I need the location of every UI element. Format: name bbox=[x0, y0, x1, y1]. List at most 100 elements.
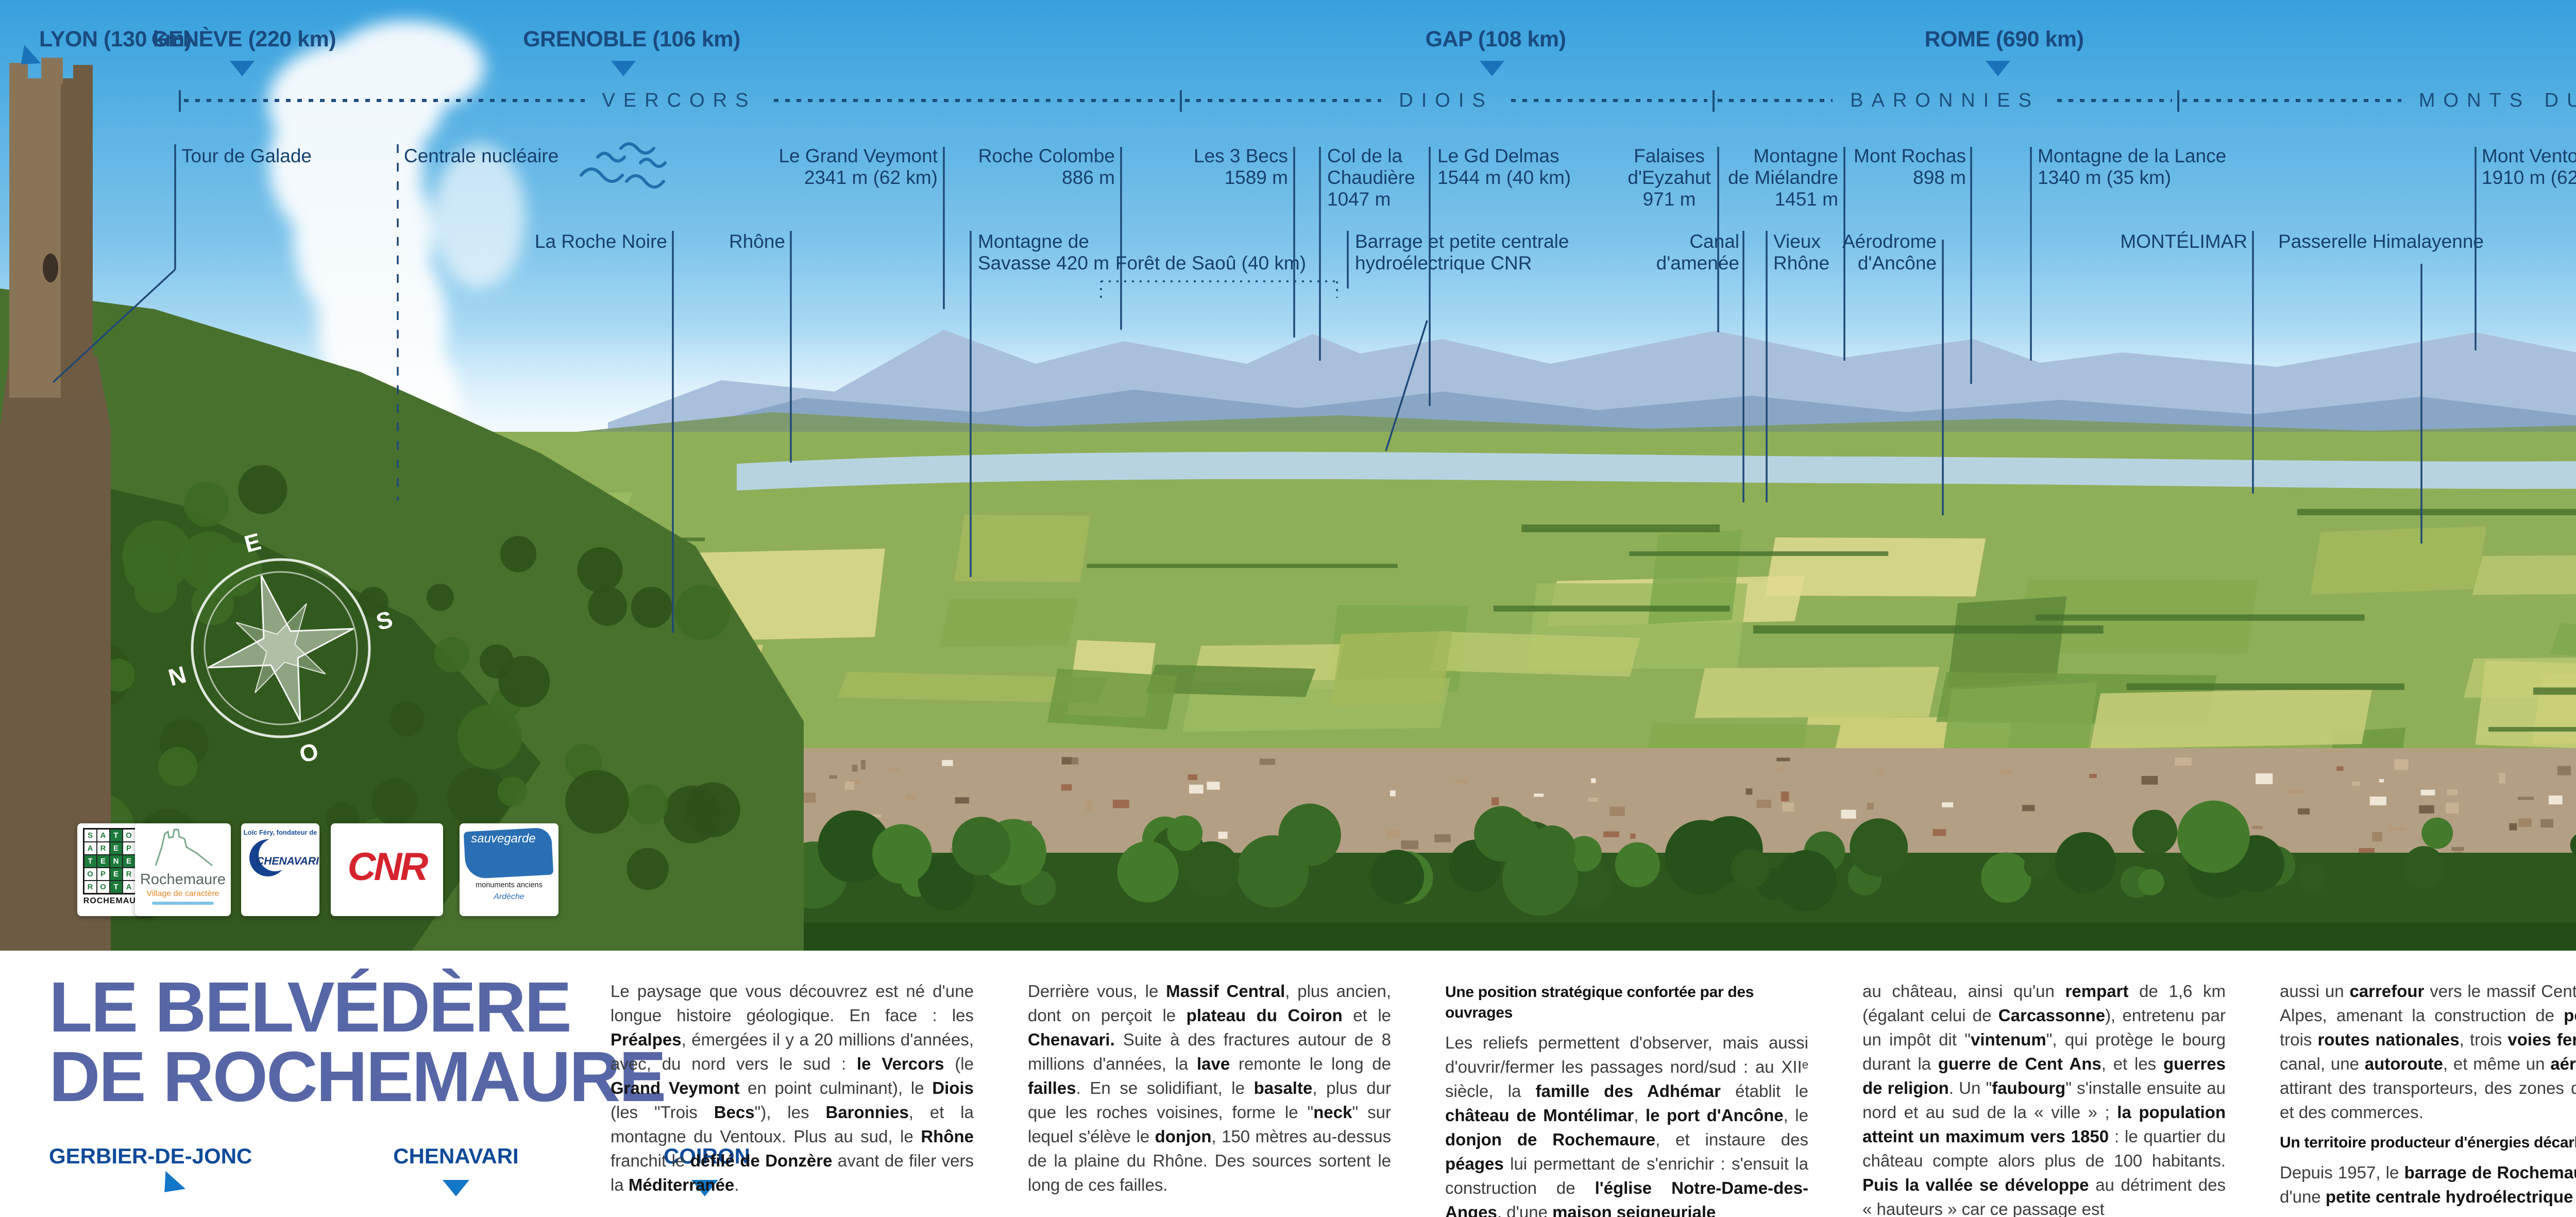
city-arrow-icon bbox=[1480, 61, 1504, 76]
castle-outline-icon bbox=[155, 829, 213, 867]
dotted-line bbox=[184, 99, 585, 102]
landmark-label: Barrage et petite centrale hydroélectriq… bbox=[1355, 231, 1569, 274]
landmark-label: Passerelle Himalayenne bbox=[2278, 231, 2484, 252]
castle-tower bbox=[0, 58, 111, 951]
column-paragraph: Derrière vous, le Massif Central, plus a… bbox=[1028, 982, 1392, 1194]
sator-cell: O bbox=[83, 868, 97, 881]
chenavari-logo-name: CHENAVARI bbox=[256, 855, 319, 867]
landmark-label: Vieux Rhône bbox=[1773, 231, 1830, 274]
birds-icon bbox=[580, 142, 667, 189]
dotted-line bbox=[1511, 99, 1707, 102]
column-paragraph: au château, ainsi qu'un rempart de 1,6 k… bbox=[1862, 982, 2226, 1217]
chenavari-logo: Loïc Féry, fondateur de CHENAVARI bbox=[241, 823, 319, 916]
text-column: au château, ainsi qu'un rempart de 1,6 k… bbox=[1862, 979, 2226, 1217]
place-label: GERBIER-DE-JONC bbox=[49, 1144, 252, 1168]
sator-cell: P bbox=[96, 868, 110, 881]
region-segment: DIOIS bbox=[1185, 89, 1707, 112]
sator-cell: O bbox=[122, 829, 135, 842]
sauvegarde-line2: Ardèche bbox=[494, 892, 524, 901]
region-segment: MONTS DU VAUCLUSE bbox=[2182, 89, 2576, 112]
sator-cell: E bbox=[109, 868, 123, 881]
landmark-label: Col de la Chaudière 1047 m bbox=[1327, 145, 1415, 210]
city-label: LYON (130 km) bbox=[39, 27, 192, 52]
village-logo-subtitle: Village de caractère bbox=[146, 889, 219, 898]
sator-cell: E bbox=[109, 842, 123, 855]
rhone-river bbox=[737, 452, 2576, 491]
sauvegarde-logo: sauvegarde monuments anciens Ardèche bbox=[460, 823, 558, 916]
place-label: CHENAVARI bbox=[393, 1144, 519, 1168]
column-paragraph: Le paysage que vous découvrez est né d'u… bbox=[611, 982, 974, 1194]
city-arrow-icon bbox=[230, 61, 255, 76]
chenavari-logo-top: Loïc Féry, fondateur de bbox=[243, 829, 317, 836]
sator-cell: R bbox=[96, 842, 110, 855]
city-arrow-icon bbox=[611, 61, 636, 76]
landmark-label: Tour de Galade bbox=[181, 145, 312, 166]
sator-cell: N bbox=[109, 855, 123, 868]
sator-cell: A bbox=[96, 829, 110, 842]
dotted-line bbox=[2057, 99, 2173, 102]
landmark-label: Falaises d'Eyzahut 971 m bbox=[1628, 145, 1711, 210]
landmark-label: Canal d'amenée bbox=[1656, 231, 1739, 274]
text-column: Une position stratégique confortée par d… bbox=[1445, 979, 1808, 1217]
city-arrow-icon bbox=[1986, 61, 2010, 76]
sator-cell: R bbox=[83, 881, 97, 893]
sator-cell: E bbox=[122, 855, 135, 868]
sator-caption: ROCHEMAURE bbox=[83, 897, 149, 905]
landmark-label: Montagne de Savasse 420 m bbox=[978, 231, 1110, 274]
landmark-label: Montagne de la Lance 1340 m (35 km) bbox=[2038, 145, 2227, 188]
region-tick bbox=[179, 90, 181, 112]
text-column: Derrière vous, le Massif Central, plus a… bbox=[1028, 979, 1391, 1205]
place-arrow-icon bbox=[443, 1180, 469, 1196]
cnr-logo: CNR bbox=[331, 823, 443, 916]
dotted-line bbox=[2182, 99, 2401, 102]
region-label: BARONNIES bbox=[1850, 89, 2040, 111]
region-segment: BARONNIES bbox=[1718, 89, 2173, 112]
city-label: GAP (108 km) bbox=[1425, 27, 1566, 52]
landmark-label: Montagne de Miélandre 1451 m bbox=[1728, 145, 1838, 210]
city-label: GENÈVE (220 km) bbox=[151, 27, 336, 52]
region-segment: VERCORS bbox=[184, 89, 1175, 112]
sator-cell: T bbox=[109, 881, 123, 893]
city-label: ROME (690 km) bbox=[1924, 27, 2084, 52]
leader-lines bbox=[52, 144, 2477, 633]
landmark-label: Aérodrome d'Ancône bbox=[1842, 231, 1937, 274]
region-tick bbox=[1180, 90, 1182, 112]
region-label: MONTS DU VAUCLUSE bbox=[2418, 89, 2576, 111]
landmark-label: Centrale nucléaire bbox=[404, 145, 559, 166]
panorama-photo: E S O N bbox=[0, 0, 2576, 951]
dotted-line bbox=[774, 99, 1175, 102]
village-logo-title: Rochemaure bbox=[140, 871, 226, 888]
column-heading: Un territoire producteur d'énergies déca… bbox=[2280, 1134, 2576, 1151]
place-arrow-icon bbox=[691, 1180, 718, 1196]
region-label: VERCORS bbox=[602, 89, 757, 111]
landmark-label: La Roche Noire bbox=[534, 231, 667, 252]
village-de-caractere-logo: Rochemaure Village de caractère bbox=[135, 823, 231, 916]
info-band bbox=[0, 951, 2576, 1217]
column-paragraph: Depuis 1957, le barrage de Rochemaure, d… bbox=[2280, 1163, 2576, 1206]
text-column: aussi un carrefour vers le massif Centra… bbox=[2280, 979, 2576, 1217]
landmark-label: Forêt de Saoû (40 km) bbox=[1115, 252, 1307, 274]
sator-cell: E bbox=[96, 855, 110, 868]
sator-cell: T bbox=[109, 829, 123, 842]
landmark-label: Mont Rochas 898 m bbox=[1854, 145, 1966, 188]
sator-cell: A bbox=[83, 842, 97, 855]
sauvegarde-line1: monuments anciens bbox=[476, 881, 543, 889]
column-paragraph: Les reliefs permettent d'observer, mais … bbox=[1445, 1033, 1809, 1217]
compass-rose: E S O N bbox=[165, 528, 395, 768]
region-tick bbox=[1713, 90, 1715, 112]
sator-cell: O bbox=[96, 881, 110, 893]
sator-cell: R bbox=[122, 868, 135, 881]
crescent-icon bbox=[249, 838, 292, 876]
landmark-label: Mont Ventoux 1910 m (62 km) bbox=[2482, 145, 2576, 188]
landmark-label: Rhône bbox=[728, 231, 785, 252]
column-heading: Une position stratégique confortée par d… bbox=[1445, 984, 1754, 1021]
dotted-line bbox=[1185, 99, 1382, 102]
landmark-label: Le Grand Veymont 2341 m (62 km) bbox=[778, 145, 938, 188]
city-label: GRENOBLE (106 km) bbox=[523, 27, 740, 52]
sauvegarde-script: sauvegarde bbox=[471, 832, 536, 846]
sator-cell: T bbox=[83, 855, 97, 868]
text-column: Le paysage que vous découvrez est né d'u… bbox=[611, 979, 974, 1205]
region-label: DIOIS bbox=[1399, 89, 1494, 111]
sator-cell: S bbox=[83, 829, 97, 842]
